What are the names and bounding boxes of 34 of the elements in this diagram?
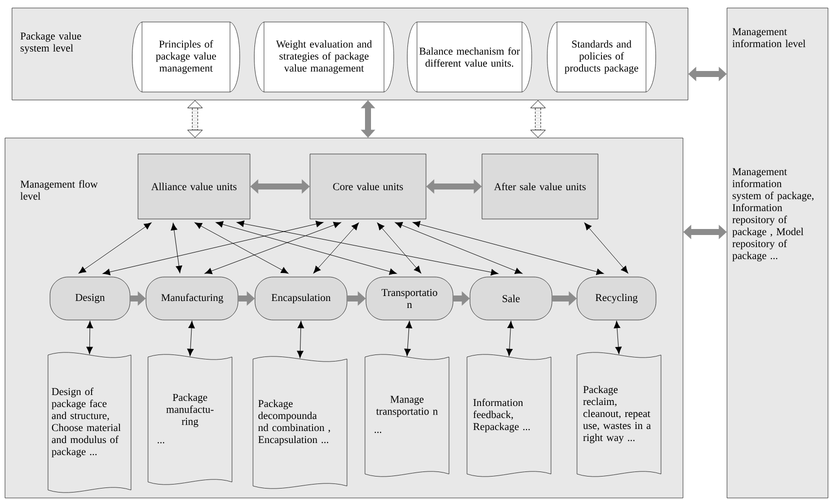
arrow: [614, 320, 622, 354]
arrow: [296, 320, 304, 358]
arrow: [506, 320, 514, 356]
block-arrow: [530, 100, 546, 138]
process-pill: Manufacturing: [146, 276, 238, 320]
value-unit-box: Alliance value units: [138, 154, 250, 220]
arrow: [194, 222, 288, 274]
arrow: [204, 222, 342, 274]
arrow: [377, 222, 422, 274]
arrow: [78, 222, 152, 274]
value-unit-box: After sale value units: [482, 154, 598, 220]
principle-box: Standards and policies of products package: [547, 22, 656, 92]
process-pill: Design: [50, 276, 130, 320]
block-arrow: [187, 100, 203, 138]
principle-box: Principles of package value management: [132, 22, 240, 92]
arrow: [170, 222, 182, 274]
arrow: [394, 222, 522, 274]
arrow: [187, 320, 195, 356]
arrow: [86, 320, 94, 354]
process-pill: Recycling: [576, 276, 656, 320]
arrow: [584, 222, 628, 274]
principle-box: Balance mechanism for different value units.: [407, 22, 532, 92]
arrow: [313, 222, 359, 274]
arrow: [404, 320, 412, 356]
process-pill: Encapsulation: [254, 276, 348, 320]
arrow: [102, 220, 324, 276]
arrow: [236, 220, 498, 276]
arrow: [412, 221, 604, 275]
principle-box: Weight evaluation and strategies of package value management: [254, 22, 394, 92]
level-panel: Management information level Management information system of package, Information repository of package , Model repository of package ...: [726, 8, 828, 498]
arrow: [216, 221, 397, 275]
value-unit-box: Core value units: [310, 154, 426, 220]
process-pill: Sale: [470, 276, 552, 320]
process-pill: Transportatio n: [366, 276, 454, 320]
